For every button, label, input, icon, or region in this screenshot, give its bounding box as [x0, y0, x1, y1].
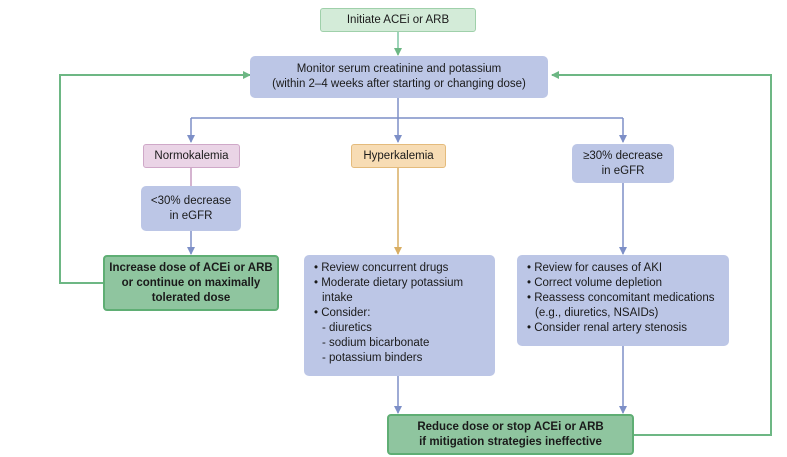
node-increase-line-3: tolerated dose — [151, 291, 231, 304]
node-initiate-label: Initiate ACEi or ARB — [346, 13, 450, 26]
node-egfr-major-decrease: ≥30% decrease in eGFR — [572, 144, 674, 183]
hyperkalemia-action-3: • Consider: — [314, 307, 371, 319]
node-increase-line-2: or continue on maximally — [121, 276, 261, 289]
hyperkalemia-option-bicarbonate: - sodium bicarbonate — [322, 337, 430, 349]
node-reduce-line-2: if mitigation strategies ineffective — [419, 435, 602, 448]
node-reduce-dose: Reduce dose or stop ACEi or ARB if mitig… — [387, 414, 634, 455]
hyperkalemia-action-2-cont: intake — [322, 292, 353, 304]
node-egfr-major-line-2: in eGFR — [601, 164, 645, 177]
node-monitor-line-2: (within 2–4 weeks after starting or chan… — [272, 78, 526, 90]
aki-action-3: • Reassess concomitant medications — [527, 292, 715, 304]
hyperkalemia-option-binders: - potassium binders — [322, 352, 423, 364]
node-aki-actions: • Review for causes of AKI • Correct vol… — [517, 255, 729, 346]
node-monitor-line-1: Monitor serum creatinine and potassium — [296, 63, 502, 75]
node-egfr-minor-decrease: <30% decrease in eGFR — [141, 186, 241, 231]
hyperkalemia-action-2: • Moderate dietary potassium — [314, 277, 464, 289]
hyperkalemia-action-1: • Review concurrent drugs — [314, 262, 449, 274]
node-hyperkalemia-label: Hyperkalemia — [363, 149, 434, 162]
node-egfr-major-line-1: ≥30% decrease — [583, 149, 663, 162]
node-monitor: Monitor serum creatinine and potassium (… — [250, 56, 548, 98]
node-egfr-minor-line-2: in eGFR — [169, 209, 213, 222]
aki-action-2: • Correct volume depletion — [527, 277, 663, 289]
node-egfr-minor-line-1: <30% decrease — [150, 194, 232, 207]
node-increase-line-1: Increase dose of ACEi or ARB — [109, 261, 273, 274]
node-reduce-line-1: Reduce dose or stop ACEi or ARB — [417, 420, 604, 433]
node-hyperkalemia: Hyperkalemia — [351, 144, 446, 168]
feedback-loop-right — [551, 71, 772, 436]
node-increase-dose: Increase dose of ACEi or ARB or continue… — [103, 255, 279, 311]
hyperkalemia-option-diuretics: - diuretics — [322, 322, 372, 334]
aki-action-3-cont: (e.g., diuretics, NSAIDs) — [535, 307, 659, 319]
node-normokalemia-label: Normokalemia — [154, 149, 229, 162]
node-hyperkalemia-actions: • Review concurrent drugs • Moderate die… — [304, 255, 495, 376]
node-initiate: Initiate ACEi or ARB — [320, 8, 476, 32]
node-normokalemia: Normokalemia — [143, 144, 240, 168]
aki-action-1: • Review for causes of AKI — [527, 262, 663, 274]
aki-action-4: • Consider renal artery stenosis — [527, 322, 687, 334]
feedback-loop-left — [59, 71, 251, 284]
